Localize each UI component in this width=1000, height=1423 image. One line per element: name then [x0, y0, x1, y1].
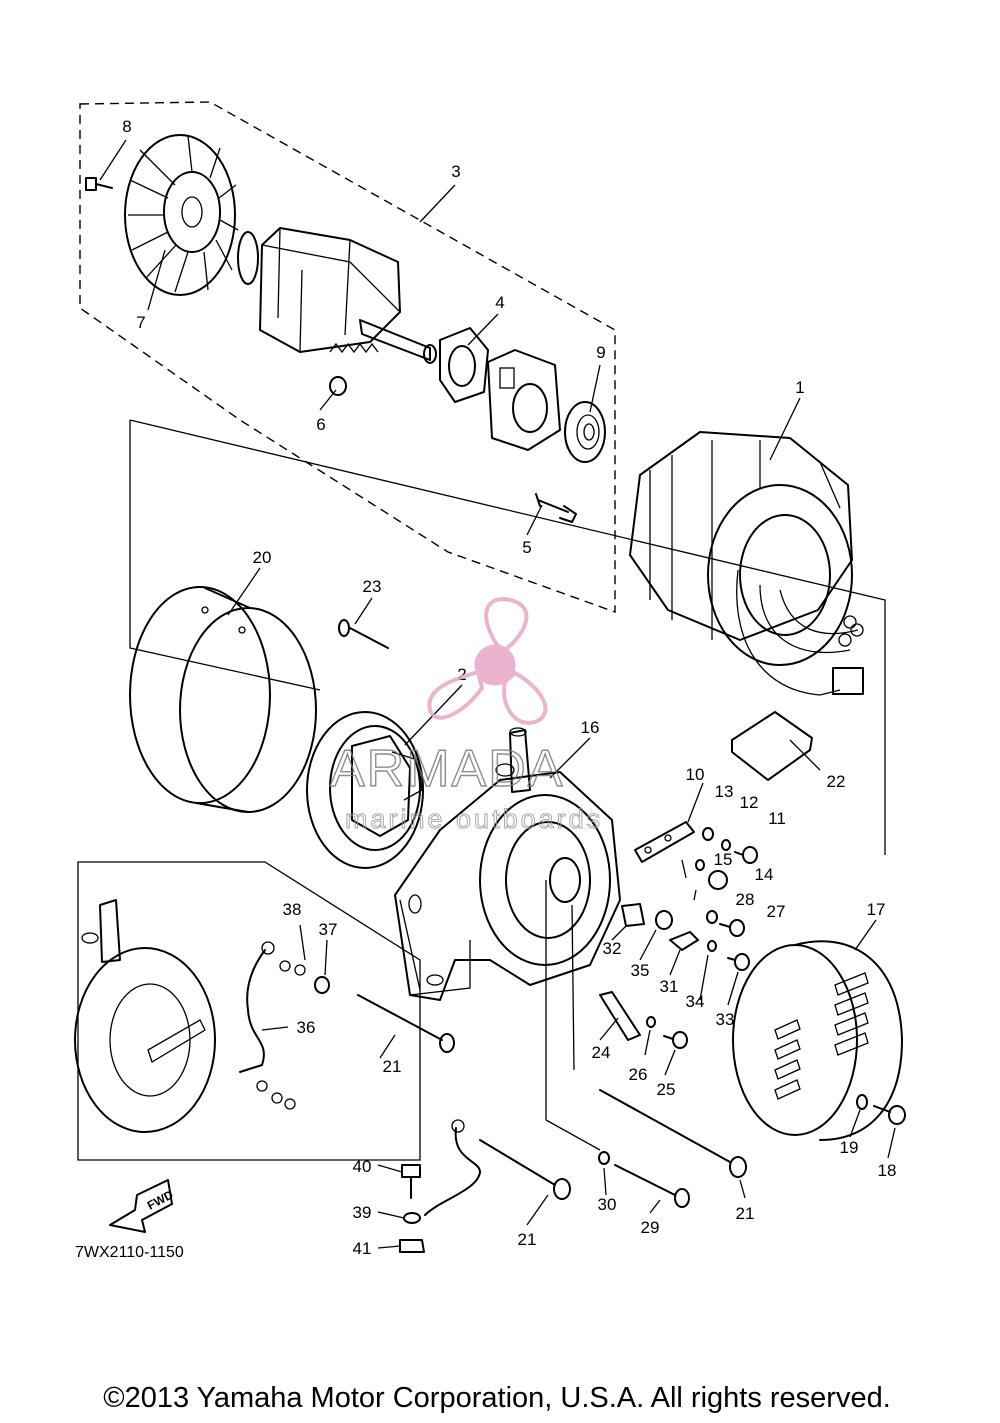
terminal-32: [669, 931, 699, 951]
callout-11: 11: [768, 809, 786, 828]
propeller-logo-icon: [427, 597, 548, 725]
callout-30: 29: [641, 1218, 660, 1237]
bolt-18: [873, 1105, 906, 1125]
washer-31: [598, 1151, 610, 1165]
generator-housing: [394, 727, 621, 1001]
callout-labels: 8 3 4 9 7 6 1 5 20 23 2 16 22 10 13 12 1…: [122, 117, 896, 1258]
bolt-5: [535, 493, 577, 523]
callout-19: 19: [840, 1138, 859, 1157]
washer-12: [721, 839, 731, 851]
washer-19: [856, 1094, 868, 1110]
callout-13: 13: [715, 782, 734, 801]
bearing-holder: [439, 327, 489, 403]
callout-4: 4: [495, 293, 504, 312]
callout-36: 35: [631, 961, 650, 980]
bolt-24: [338, 619, 389, 649]
callout-28: 27: [767, 902, 786, 921]
callout-16: 16: [581, 718, 600, 737]
watermark-tagline: marine outboards: [345, 804, 603, 834]
callout-42: 41: [353, 1239, 372, 1258]
brush-block: [487, 349, 561, 451]
fwd-label: FWD: [145, 1187, 176, 1212]
callout-22: 21: [736, 1204, 755, 1223]
armada-watermark: ARMADA marine outboards: [329, 597, 603, 835]
brush-33: [621, 903, 645, 927]
callout-35: 34: [686, 992, 705, 1011]
copyright-notice: ©2013 Yamaha Motor Corporation, U.S.A. A…: [103, 1382, 891, 1414]
callout-8: 8: [122, 117, 131, 136]
small-nut: [329, 376, 347, 396]
callout-21a: 21: [383, 1057, 402, 1076]
watermark-brand: ARMADA: [330, 740, 564, 798]
screw-11: [734, 846, 758, 864]
callout-20: 20: [253, 548, 272, 567]
cooling-fan: [124, 134, 239, 296]
callout-27: 26: [629, 1065, 648, 1084]
rotor-assembly: [237, 227, 437, 364]
bolt-21-upper: [357, 994, 455, 1053]
callout-5: 5: [522, 538, 531, 557]
fwd-arrow-icon: FWD: [109, 1179, 176, 1233]
end-cover: [732, 940, 903, 1141]
clip-25: [599, 991, 641, 1041]
callout-24: 23: [363, 577, 382, 596]
bolt-22: [599, 1089, 747, 1178]
ground-lead: [424, 1119, 481, 1216]
insulator-plate: [731, 711, 813, 781]
nut-42: [399, 1239, 425, 1253]
washer-27: [646, 1016, 656, 1028]
callout-34: 33: [716, 1010, 735, 1029]
callout-41: 40: [353, 1157, 372, 1176]
callout-6: 6: [316, 415, 325, 434]
callout-26: 25: [657, 1080, 676, 1099]
callout-1: 1: [795, 378, 804, 397]
inset-detail: [74, 861, 421, 1161]
callout-3: 3: [451, 162, 460, 181]
washer-40: [403, 1212, 421, 1224]
diagram-code: 7WX2110-1150: [75, 1244, 184, 1261]
cover-band: [129, 586, 317, 813]
rectifier-block: [634, 821, 697, 901]
screw-28: [719, 919, 745, 937]
washer-35: [707, 940, 717, 952]
callout-33: 32: [603, 939, 622, 958]
callout-18: 18: [878, 1161, 897, 1180]
washer-13: [702, 827, 714, 841]
leader-lines: [99, 139, 896, 1249]
callout-40: 39: [353, 1203, 372, 1222]
bolt-30: [614, 1164, 690, 1208]
housing-group-outline: [129, 419, 886, 855]
callout-31: 30: [598, 1195, 617, 1214]
callout-23: 22: [827, 772, 846, 791]
bolt-21-lower: [479, 1139, 571, 1200]
callout-12: 12: [740, 793, 759, 812]
callout-7: 7: [136, 313, 145, 332]
callout-10: 10: [686, 765, 705, 784]
nut-14: [708, 870, 728, 890]
spacer-36: [655, 910, 673, 930]
bolt-41: [401, 1164, 421, 1199]
rotor-group-outline: [79, 101, 616, 613]
callout-25: 24: [592, 1043, 611, 1062]
screw-26: [663, 1031, 688, 1049]
callout-21b: 21: [518, 1230, 537, 1249]
stator-holder: [306, 711, 424, 869]
bolt-8: [85, 177, 113, 191]
callout-32: 31: [660, 977, 679, 996]
callout-37: 36: [297, 1018, 316, 1037]
callout-15: 15: [714, 850, 733, 869]
callout-9: 9: [596, 343, 605, 362]
screw-34: [727, 953, 750, 971]
washer-29: [706, 910, 718, 924]
bearing: [564, 401, 606, 463]
washer-15: [695, 859, 705, 871]
callout-2: 2: [457, 665, 466, 684]
stator: [629, 431, 864, 696]
callout-14: 14: [755, 865, 774, 884]
callout-39: 38: [283, 900, 302, 919]
callout-17: 17: [867, 900, 886, 919]
callout-38: 37: [319, 920, 338, 939]
callout-29: 28: [736, 890, 755, 909]
